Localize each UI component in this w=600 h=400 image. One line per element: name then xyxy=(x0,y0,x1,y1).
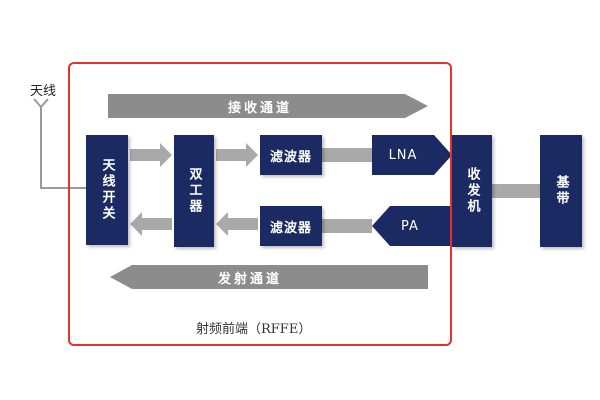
rffe-label: 射频前端（RFFE） xyxy=(196,322,312,337)
receive-path-label: 接收通道 xyxy=(228,101,293,116)
antenna-icon xyxy=(33,98,86,189)
pa-block-shape xyxy=(372,206,452,246)
transceiver-label: 收发机 xyxy=(464,167,480,215)
antenna-switch-block: 天线开关 xyxy=(86,135,128,245)
antenna-switch-label: 天线开关 xyxy=(99,158,115,222)
arrow-duplexer-to-switch xyxy=(130,212,172,236)
tx-filter-block: 滤波器 xyxy=(260,206,322,246)
lna-block: LNA xyxy=(372,135,434,175)
lna-block-shape xyxy=(372,135,452,175)
connector-transceiver-baseband xyxy=(492,184,540,198)
arrow-tx-filter-to-duplexer xyxy=(216,212,258,236)
transceiver-block: 收发机 xyxy=(452,135,492,247)
duplexer-block: 双工器 xyxy=(174,135,214,247)
arrow-switch-to-duplexer xyxy=(130,143,172,167)
pa-block: PA xyxy=(372,206,434,246)
baseband-block: 基带 xyxy=(540,135,582,247)
duplexer-label: 双工器 xyxy=(186,167,202,215)
rx-filter-label: 滤波器 xyxy=(269,149,312,165)
antenna-label: 天线 xyxy=(30,84,57,99)
transmit-path-band xyxy=(110,265,428,289)
rffe-boundary xyxy=(68,62,452,346)
pa-label: PA xyxy=(401,218,419,234)
connector-rx-filter-lna xyxy=(322,148,372,162)
baseband-label: 基带 xyxy=(553,175,569,207)
receive-path-band xyxy=(108,94,428,118)
rx-filter-block: 滤波器 xyxy=(260,135,322,175)
transmit-path-label: 发射通道 xyxy=(218,272,283,287)
arrow-duplexer-to-rx-filter xyxy=(216,143,258,167)
connector-pa-tx-filter xyxy=(322,219,372,233)
lna-label: LNA xyxy=(388,147,418,163)
tx-filter-label: 滤波器 xyxy=(269,220,312,236)
